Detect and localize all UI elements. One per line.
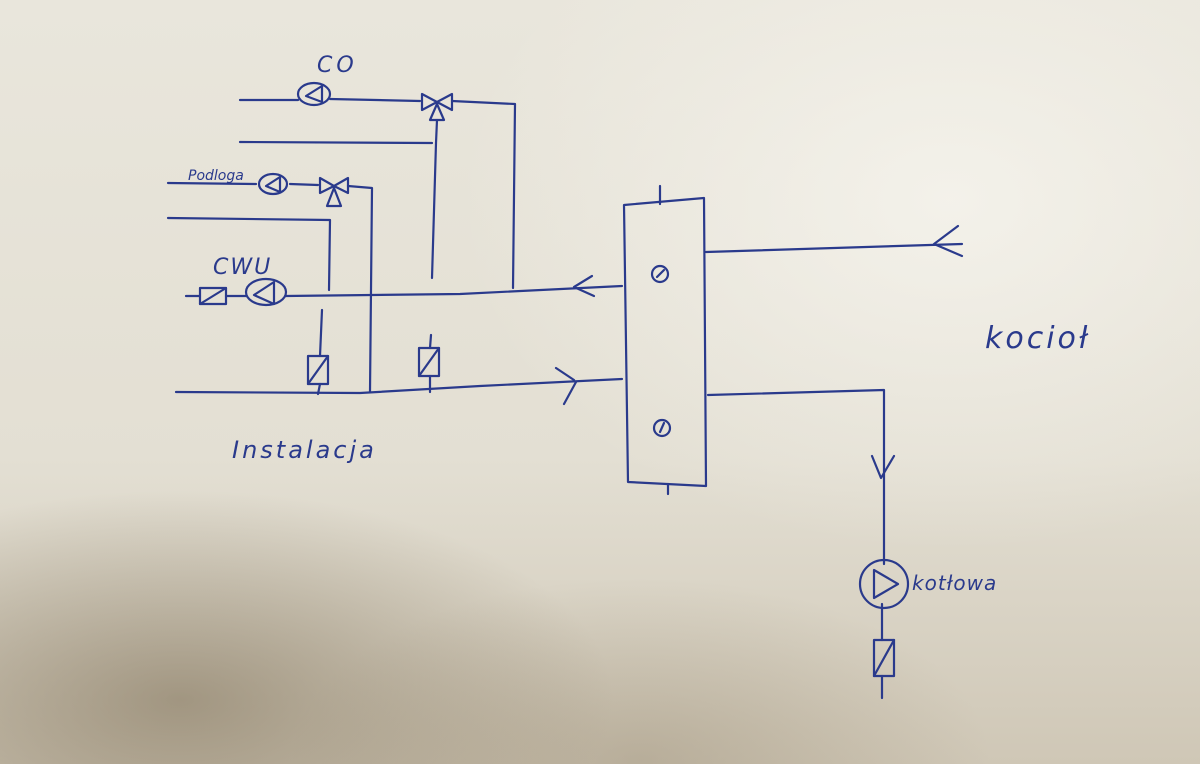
cwu-pump-icon [244, 277, 288, 307]
boiler-return-pipe [706, 388, 886, 700]
label-kotlowa: kotłowa [912, 571, 997, 595]
label-co: CO [317, 53, 358, 78]
co-bypass-pipe [430, 118, 439, 280]
podloga-check-valve-icon [306, 354, 330, 386]
label-podloga: Podloga [188, 168, 244, 184]
co-check-valve-icon [417, 346, 441, 378]
co-supply-pipe [238, 97, 517, 290]
boiler-pump-icon [858, 558, 910, 610]
return-flow-arrow-icon [572, 274, 596, 298]
co-circuit [238, 81, 517, 394]
hydraulic-separator [622, 184, 708, 496]
return-header-pipe [284, 284, 624, 298]
co-pump-icon [296, 81, 332, 107]
co-three-way-valve-icon [420, 92, 454, 122]
boiler-return-arrow-icon [870, 454, 896, 480]
label-kociol: kocioł [985, 321, 1091, 356]
cwu-check-valve-icon [198, 286, 228, 306]
label-cwu: CWU [213, 255, 272, 280]
supply-header-pipe [174, 377, 624, 395]
podloga-three-way-valve-icon [318, 176, 350, 208]
co-return-pipe [238, 140, 434, 145]
podloga-return-pipe [166, 216, 332, 292]
podloga-pump-icon [257, 172, 289, 196]
co-drop-pipe [428, 333, 433, 394]
boiler-supply-arrow-icon [932, 224, 964, 258]
podloga-supply-pipe [166, 181, 374, 394]
label-instalacja: Instalacja [232, 436, 377, 464]
boiler-supply-pipe [704, 242, 964, 254]
cwu-circuit [184, 277, 288, 307]
supply-flow-arrow-icon [554, 366, 578, 406]
boiler-check-valve-icon [872, 638, 896, 678]
podloga-drop-pipe [316, 308, 324, 396]
